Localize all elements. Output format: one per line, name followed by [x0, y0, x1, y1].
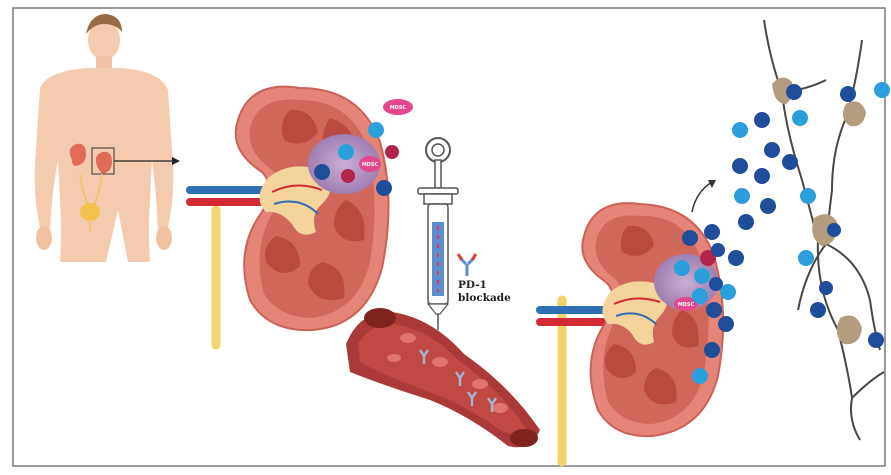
immune-cell-icon	[868, 332, 884, 348]
immune-cell-icon	[786, 84, 802, 100]
immune-cell-icon	[720, 284, 736, 300]
immune-cell-icon	[764, 142, 780, 158]
immune-cell-icon	[782, 154, 798, 170]
curved-arrow	[692, 182, 712, 212]
syringe-icon	[418, 138, 458, 330]
immune-cell-icon	[738, 214, 754, 230]
immune-cell-icon	[728, 250, 744, 266]
immune-cell-icon	[754, 112, 770, 128]
immune-cell-icon	[682, 230, 698, 246]
immune-cell-icon	[368, 122, 384, 138]
immune-cell-icon	[754, 168, 770, 184]
mdsc-label: MDSC	[390, 105, 407, 111]
immune-cell-icon	[718, 316, 734, 332]
immune-cell-icon	[711, 243, 725, 257]
antibody-icon	[458, 254, 476, 276]
mdsc-label: MDSC	[678, 302, 695, 308]
immune-cell-icon	[840, 86, 856, 102]
immune-cell-icon	[792, 110, 808, 126]
mdsc-label: MDSC	[362, 162, 379, 168]
blood-vessel-icon	[346, 308, 540, 447]
neuron-icon	[764, 20, 884, 440]
human-body-icon	[35, 14, 174, 262]
immune-cell-icon	[874, 82, 890, 98]
immune-cell-icon	[692, 288, 708, 304]
immune-cell-icon	[704, 224, 720, 240]
immune-cell-icon	[376, 180, 392, 196]
drug-label-line2: blockade	[458, 292, 511, 304]
immune-cell-icon	[827, 223, 841, 237]
kidney-icon	[186, 87, 389, 345]
immune-cell-icon	[341, 169, 355, 183]
immune-cell-icon	[694, 268, 710, 284]
immune-cell-icon	[706, 302, 722, 318]
drug-label-line1: PD-1	[458, 279, 487, 291]
immune-cell-icon	[338, 144, 354, 160]
immune-cell-icon	[692, 368, 708, 384]
immune-cell-icon	[760, 198, 776, 214]
immune-cell-icon	[810, 302, 826, 318]
immune-cell-icon	[704, 342, 720, 358]
immune-cell-icon	[314, 164, 330, 180]
immune-cell-icon	[819, 281, 833, 295]
immune-cell-icon	[385, 145, 399, 159]
immune-cell-icon	[798, 250, 814, 266]
immune-cell-icon	[732, 122, 748, 138]
immune-cell-icon	[800, 188, 816, 204]
immune-cell-icon	[732, 158, 748, 174]
immune-cell-icon	[674, 260, 690, 276]
immune-cell-icon	[734, 188, 750, 204]
